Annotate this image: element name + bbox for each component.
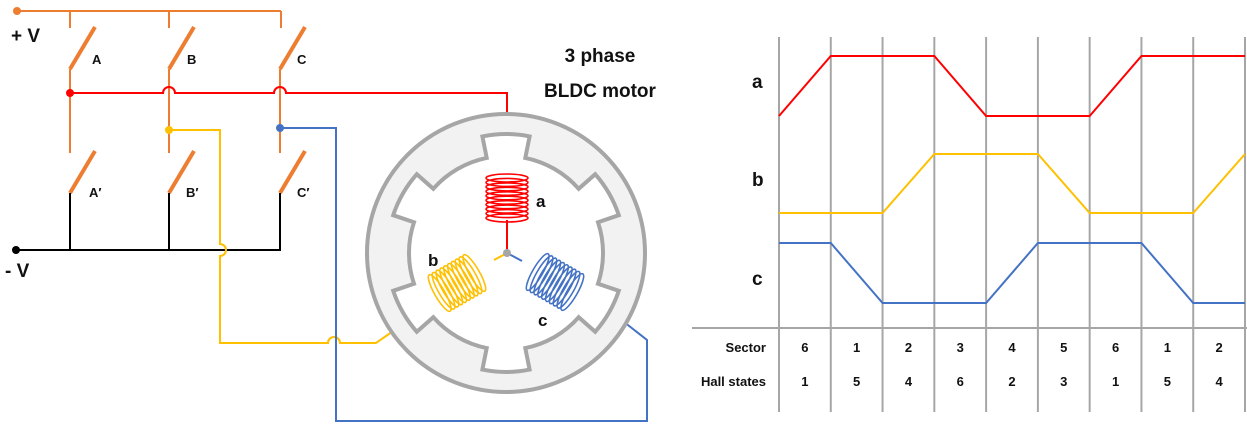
- hall-state-cell-8: 4: [1215, 374, 1223, 389]
- hall-state-cell-5: 3: [1060, 374, 1067, 389]
- switch-label-c: C: [297, 52, 307, 67]
- hall-state-cell-6: 1: [1112, 374, 1119, 389]
- coil-label-a: a: [536, 192, 546, 211]
- positive-rail: [13, 7, 282, 28]
- low-switch-c: [278, 149, 307, 250]
- phase-c-node: [276, 124, 284, 132]
- hall-state-cell-0: 1: [801, 374, 808, 389]
- sector-cell-0: 6: [801, 340, 808, 355]
- series-line-b: [779, 153, 1246, 214]
- high-switch-a: [68, 25, 97, 153]
- negative-supply-label: - V: [5, 261, 30, 282]
- motor-title-line1: 3 phase: [565, 46, 636, 67]
- negative-terminal: [12, 246, 20, 254]
- table-row-label-hall: Hall states: [701, 374, 766, 389]
- low-switch-b: [167, 149, 196, 250]
- phase-a-wire: [70, 86, 508, 167]
- coil-a: [485, 173, 529, 223]
- high-switch-b: [167, 25, 196, 153]
- sector-cell-1: 1: [853, 340, 860, 355]
- phase-a-node: [66, 89, 74, 97]
- series-label-c: c: [752, 269, 763, 290]
- sector-cell-8: 2: [1215, 340, 1222, 355]
- sector-cell-7: 1: [1164, 340, 1171, 355]
- sector-cell-4: 4: [1008, 340, 1016, 355]
- high-switch-c: [278, 25, 307, 153]
- coil-label-b: b: [428, 251, 438, 270]
- positive-terminal: [13, 7, 21, 15]
- table-cells: 6 1 2 3 4 5 6 1 2 1 5 4 6 2 3 1 5 4: [801, 340, 1223, 389]
- low-switch-a: [68, 149, 97, 250]
- switch-label-b-prime: B′: [186, 185, 199, 200]
- inverter-circuit: + V A B C A′ B′ C′: [5, 7, 648, 422]
- sector-cell-5: 5: [1060, 340, 1067, 355]
- series-line-c: [779, 242, 1245, 304]
- hall-state-cell-4: 2: [1008, 374, 1015, 389]
- sector-cell-6: 6: [1112, 340, 1119, 355]
- coil-c: [525, 252, 585, 312]
- switch-label-a: A: [92, 52, 102, 67]
- sector-cell-3: 3: [957, 340, 964, 355]
- chart-gridlines: [778, 37, 1246, 412]
- positive-supply-label: + V: [11, 26, 40, 47]
- bldc-motor: a b c 3 phase BLDC motor: [365, 46, 657, 394]
- series-line-a: [778, 55, 1245, 117]
- phase-b-node: [165, 126, 173, 134]
- coil-label-c: c: [538, 311, 547, 330]
- series-label-a: a: [752, 72, 763, 93]
- phase-c-wire: [280, 127, 648, 422]
- hall-state-cell-2: 4: [905, 374, 913, 389]
- sector-cell-2: 2: [905, 340, 912, 355]
- hall-state-cell-7: 5: [1164, 374, 1171, 389]
- phase-b-wire: [169, 129, 413, 344]
- hall-state-cell-1: 5: [853, 374, 860, 389]
- series-label-b: b: [752, 170, 764, 191]
- negative-rail: [12, 246, 281, 254]
- hall-chart: a b c Sector Hall states 6 1 2 3 4 5 6 1 2 1 5 4 6 2 3…: [692, 37, 1247, 412]
- neutral-point: [503, 249, 511, 257]
- coil-b: [427, 253, 487, 313]
- switch-label-a-prime: A′: [89, 185, 102, 200]
- table-row-label-sector: Sector: [726, 340, 766, 355]
- switch-label-b: B: [187, 52, 196, 67]
- motor-title-line2: BLDC motor: [544, 81, 656, 102]
- chart-series: [778, 55, 1246, 304]
- switch-label-c-prime: C′: [297, 185, 310, 200]
- hall-state-cell-3: 6: [957, 374, 964, 389]
